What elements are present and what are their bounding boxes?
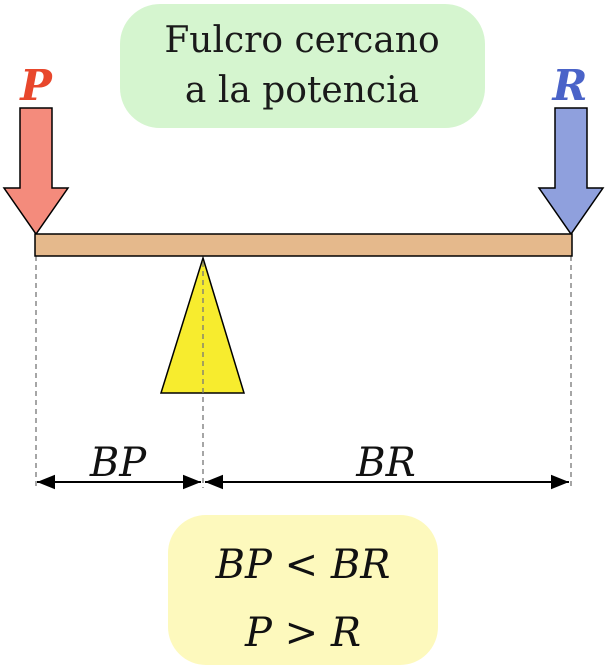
title-line-1: Fulcro cercano — [164, 20, 439, 61]
resistance-arrow-icon — [537, 107, 605, 236]
relation-box — [168, 515, 438, 665]
power-arrow-icon — [2, 107, 70, 236]
title-line-2: a la potencia — [185, 70, 419, 111]
resistance-arm-label: BR — [355, 440, 416, 486]
resistance-force-label: R — [552, 61, 588, 110]
relation-line-1: BP < BR — [215, 542, 391, 588]
power-force-label: P — [19, 61, 53, 110]
title-box — [120, 4, 485, 128]
lever-beam — [34, 233, 573, 257]
relation-line-2: P > R — [244, 610, 361, 656]
power-arm-label: BP — [89, 440, 147, 486]
